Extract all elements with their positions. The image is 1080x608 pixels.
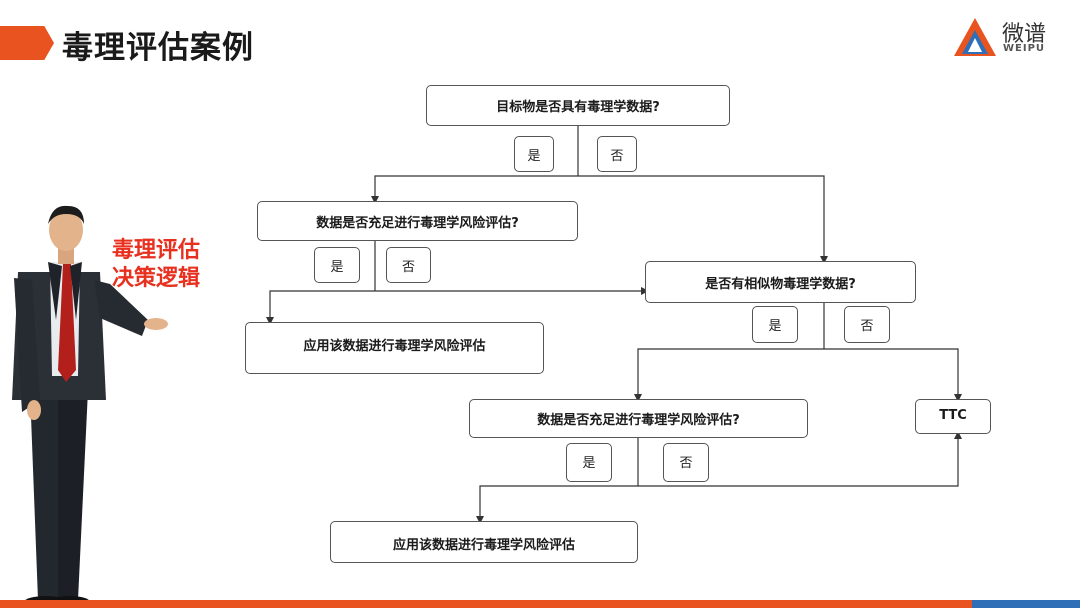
answer-yes-q4: 是 (566, 443, 612, 482)
connector-q2-yes (266, 290, 375, 325)
footer-blue-bar (972, 600, 1080, 608)
logo-text-cn: 微谱 (1002, 22, 1047, 47)
page-title: 毒理评估案例 (62, 30, 254, 66)
footer-accent-bar (0, 600, 1080, 608)
connector-q4-yes (476, 485, 638, 524)
connector-q3-yes (634, 348, 824, 402)
connector-q1-yes (371, 175, 578, 204)
connector-q3-no (824, 348, 962, 402)
answer-yes-q3: 是 (752, 306, 798, 343)
brand-logo: 微谱 WEIPU (952, 16, 1062, 60)
answer-no-q3: 否 (844, 306, 890, 343)
result-box-ttc: TTC (915, 399, 991, 434)
answer-yes-q1: 是 (514, 136, 554, 172)
result-box-apply-data-1: 应用该数据进行毒理学风险评估 (245, 322, 544, 374)
connector-q4-no (638, 431, 962, 487)
decision-logic-label-line1: 毒理评估 (112, 238, 201, 263)
question-box-data-sufficient-1: 数据是否充足进行毒理学风险评估? (257, 201, 578, 241)
decision-logic-label-line2: 决策逻辑 (112, 266, 201, 291)
logo-icon (954, 18, 996, 56)
answer-yes-q2: 是 (314, 247, 360, 283)
question-box-has-analog-data: 是否有相似物毒理学数据? (645, 261, 916, 303)
result-box-apply-data-2: 应用该数据进行毒理学风险评估 (330, 521, 638, 563)
answer-no-q1: 否 (597, 136, 637, 172)
question-box-has-tox-data: 目标物是否具有毒理学数据? (426, 85, 730, 126)
connector-q1-no (578, 175, 828, 264)
question-box-data-sufficient-2: 数据是否充足进行毒理学风险评估? (469, 399, 808, 438)
answer-no-q2: 否 (386, 247, 431, 283)
businessman-illustration (12, 205, 168, 608)
answer-no-q4: 否 (663, 443, 709, 482)
title-accent-bar (0, 26, 54, 60)
logo-text-en: WEIPU (1003, 43, 1046, 54)
